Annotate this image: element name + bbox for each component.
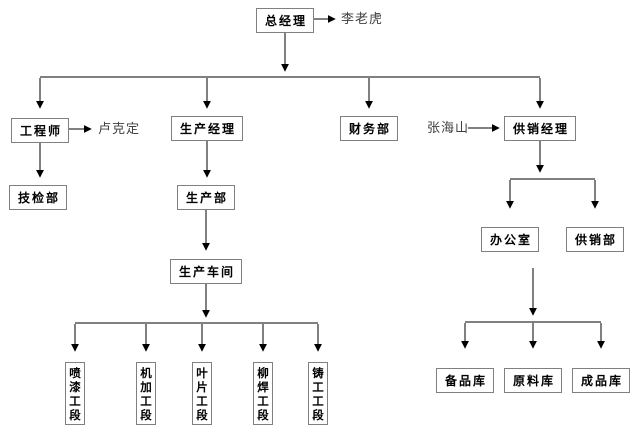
node-section-casting: 铸工工段 [308, 362, 328, 425]
node-general-manager: 总经理 [255, 8, 315, 33]
annotation-general-manager-person: 李老虎 [341, 11, 384, 26]
node-section-machining: 机加工段 [136, 362, 156, 425]
node-office: 办公室 [480, 227, 540, 252]
arrow-lines [36, 15, 605, 352]
node-section-blade: 叶片工段 [192, 362, 212, 425]
node-finance-dept: 财务部 [339, 116, 399, 141]
node-supply-dept: 供销部 [565, 227, 625, 252]
node-section-paint: 喷漆工段 [65, 362, 85, 425]
node-raw-material-warehouse: 原料库 [503, 368, 563, 393]
node-engineer: 工程师 [10, 118, 70, 143]
node-supply-manager: 供销经理 [503, 116, 577, 141]
node-finished-goods-warehouse: 成品库 [571, 368, 631, 393]
node-section-welding: 柳焊工段 [253, 362, 273, 425]
node-production-manager: 生产经理 [170, 116, 244, 141]
annotation-engineer-person: 卢克定 [98, 121, 141, 136]
node-production-workshop: 生产车间 [169, 259, 243, 284]
annotation-supply-manager-person: 张海山 [427, 120, 470, 135]
node-spare-parts-warehouse: 备品库 [435, 368, 495, 393]
node-tech-inspection-dept: 技检部 [8, 185, 68, 210]
node-production-dept: 生产部 [176, 185, 236, 210]
